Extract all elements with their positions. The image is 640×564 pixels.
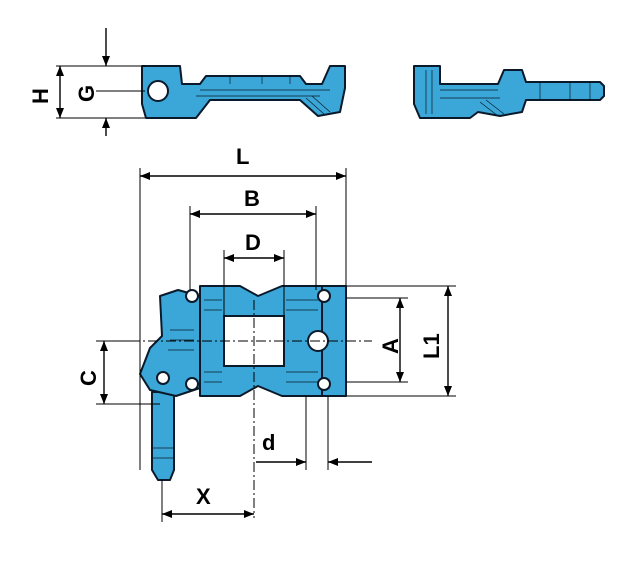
label-c: C [76, 370, 101, 386]
side-view-left [141, 65, 346, 119]
label-g: G [74, 85, 99, 102]
dimension-a: A [346, 297, 408, 383]
label-d-upper: D [245, 230, 261, 255]
main-view [139, 285, 347, 481]
dimension-d-lower: d [256, 396, 372, 470]
dimension-h-g: H G [28, 28, 145, 136]
dimension-l1: L1 [346, 285, 456, 397]
label-h: H [28, 88, 53, 104]
dimension-x: X [161, 480, 254, 522]
label-l: L [236, 144, 249, 169]
dimension-c: C [76, 340, 160, 405]
side-view-right [413, 65, 605, 119]
dimension-b: B [189, 186, 317, 290]
label-a: A [378, 338, 403, 354]
label-x: X [196, 484, 211, 509]
dimension-l: L [139, 144, 347, 470]
label-b: B [244, 186, 260, 211]
label-d-lower: d [262, 430, 275, 455]
dimension-d-upper: D [223, 230, 285, 316]
label-l1: L1 [419, 333, 444, 359]
